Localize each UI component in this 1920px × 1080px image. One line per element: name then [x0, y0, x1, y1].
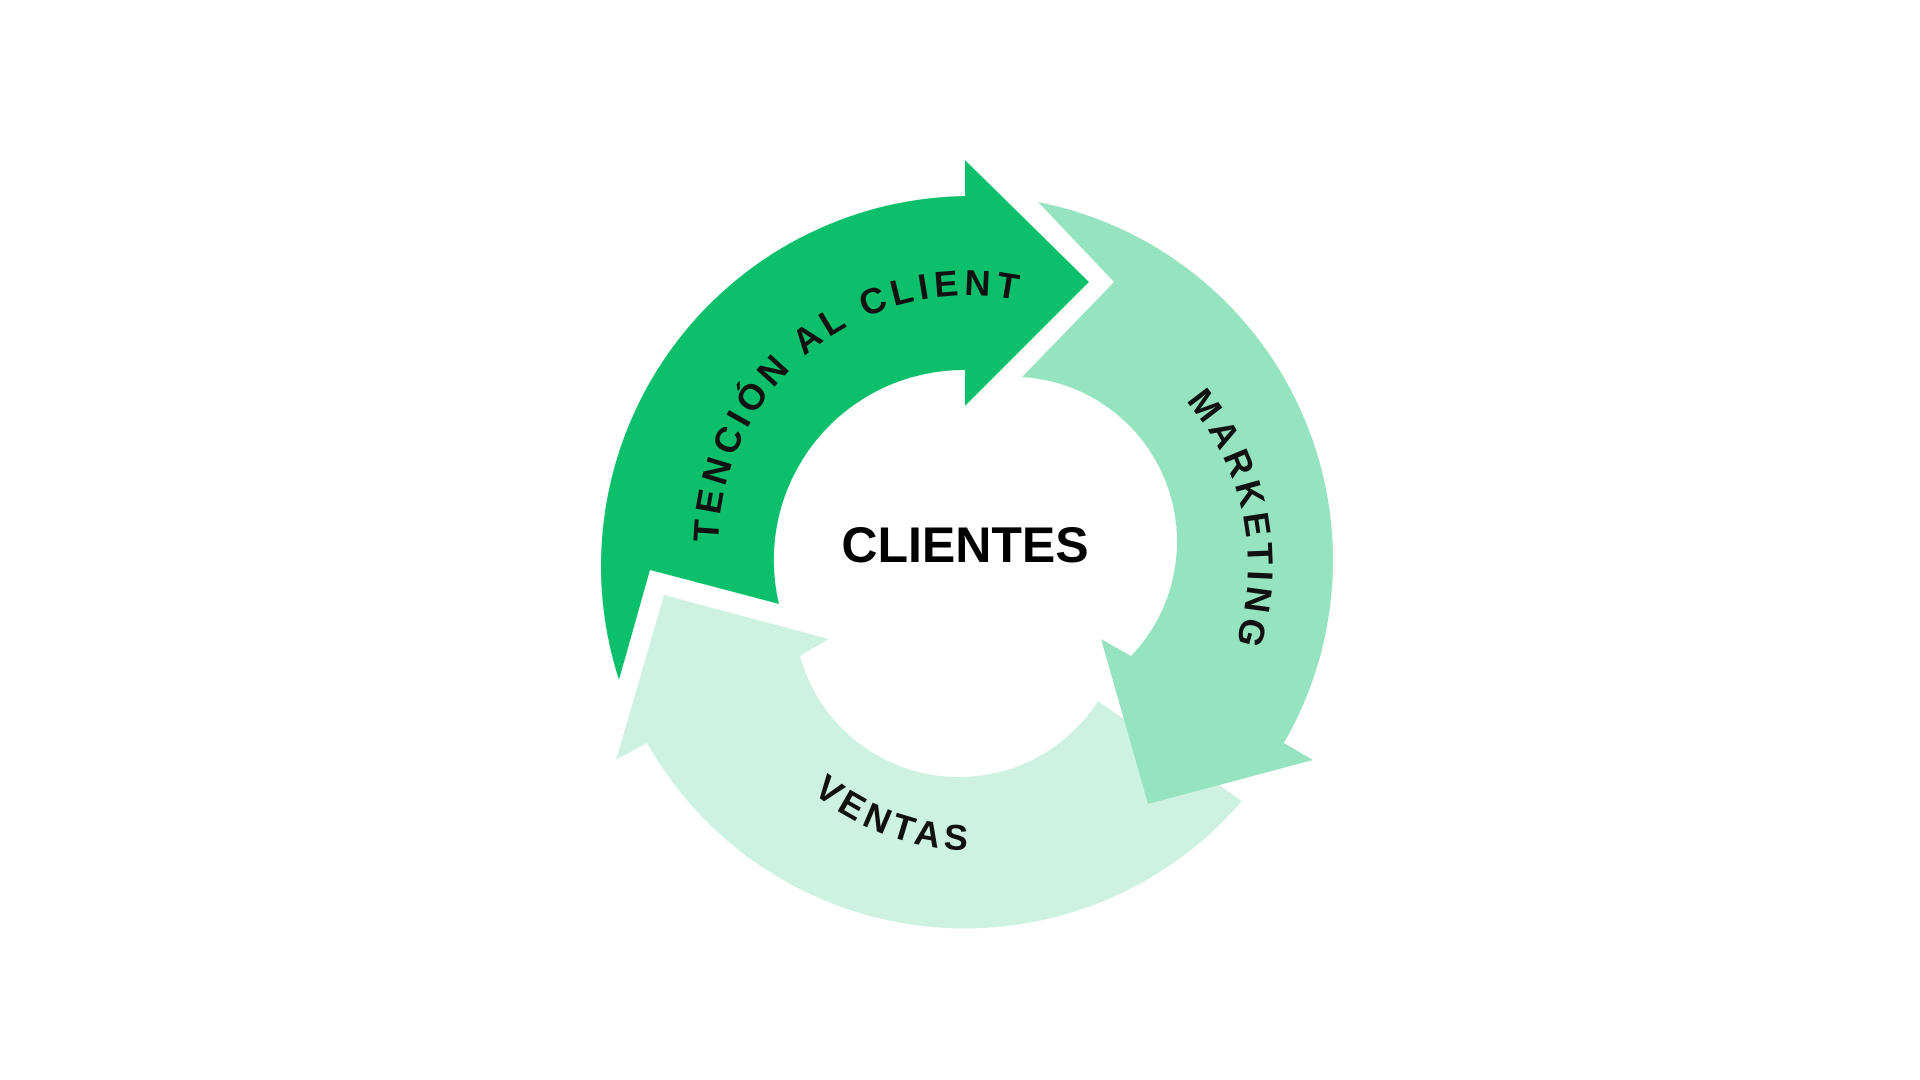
- ventas-arrow: [616, 595, 1242, 929]
- atencion-arrow: [600, 160, 1089, 680]
- marketing-arrow: [1022, 202, 1334, 804]
- center-label: CLIENTES: [841, 517, 1088, 573]
